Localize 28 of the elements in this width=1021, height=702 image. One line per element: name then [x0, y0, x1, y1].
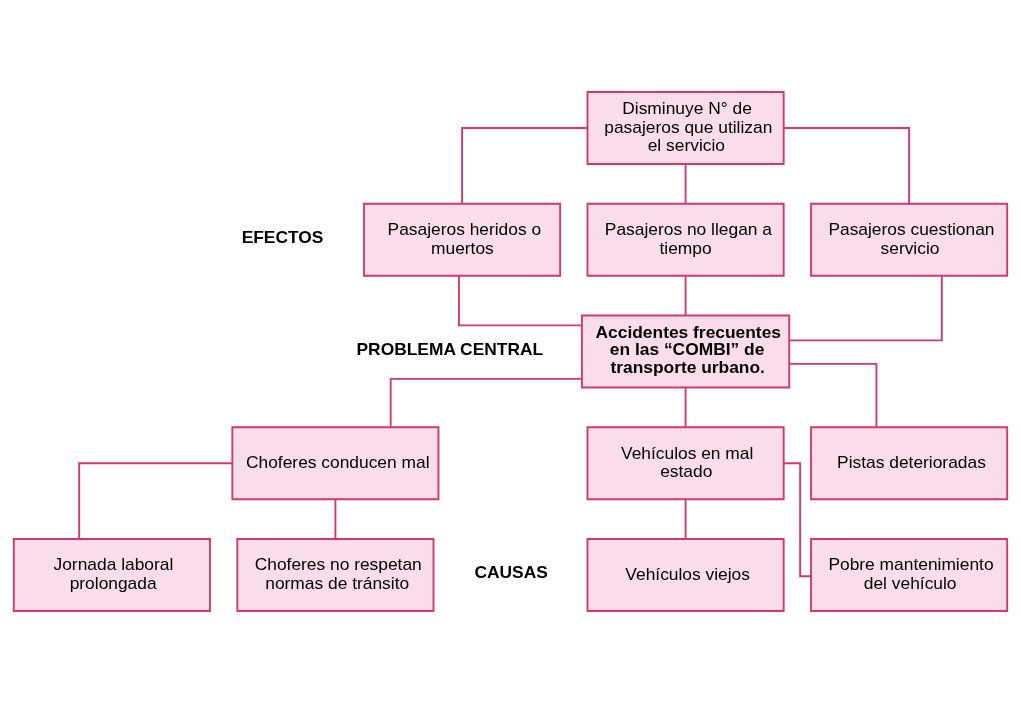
connector — [461, 126, 589, 204]
connector — [684, 274, 687, 316]
node-box: Pobre mantenimiento del vehículo — [810, 537, 1009, 612]
label: EFECTOS — [241, 226, 324, 247]
node-box: Disminuye N° de pasajeros que utilizan el servicio — [586, 90, 785, 165]
connector — [783, 126, 911, 204]
label: CAUSAS — [474, 561, 548, 582]
node-box: Pasajeros cuestionan servicio — [810, 202, 1009, 277]
label: PROBLEMA CENTRAL — [356, 338, 544, 359]
node-box: Choferes no respetan normas de tránsito — [236, 537, 435, 612]
connector — [788, 362, 878, 428]
node-box: Vehículos en mal estado — [586, 425, 785, 500]
connector — [782, 461, 812, 577]
node-box: Pasajeros heridos o muertos — [363, 202, 562, 277]
connector — [684, 386, 687, 428]
connector — [78, 461, 234, 539]
node-box: Pasajeros no llegan a tiempo — [586, 202, 785, 277]
node-box: Accidentes frecuentes en las “COMBI” de transporte urbano. — [580, 314, 791, 388]
node-box: Pistas deterioradas — [810, 425, 1009, 500]
connector — [458, 274, 583, 326]
connector — [788, 274, 943, 341]
node-box: Vehículos viejos — [586, 537, 785, 612]
connector — [389, 377, 583, 428]
node-box: Choferes conducen mal — [231, 425, 440, 500]
node-box: Jornada laboral prolongada — [12, 537, 211, 612]
connector — [684, 163, 687, 204]
connector — [684, 498, 687, 540]
connector — [334, 498, 337, 540]
